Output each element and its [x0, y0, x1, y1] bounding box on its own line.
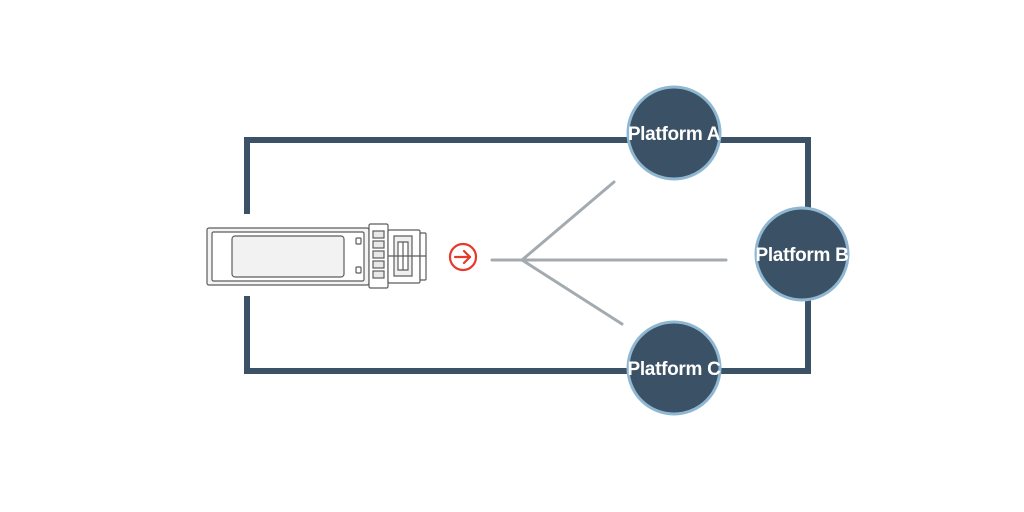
platform-node-c[interactable]: Platform C	[626, 320, 722, 416]
platform-node-b[interactable]: Platform B	[754, 206, 850, 302]
branch-to-platform-a	[520, 180, 616, 262]
sfp-transceiver-icon	[206, 223, 427, 289]
branch-splitter	[490, 180, 728, 326]
arrow-right-circle-icon	[448, 242, 478, 272]
platform-node-a[interactable]: Platform A	[626, 85, 722, 181]
platform-c-label: Platform C	[627, 359, 721, 380]
branch-to-platform-c	[520, 258, 624, 326]
platform-b-label: Platform B	[755, 245, 848, 266]
platform-a-label: Platform A	[628, 124, 721, 145]
